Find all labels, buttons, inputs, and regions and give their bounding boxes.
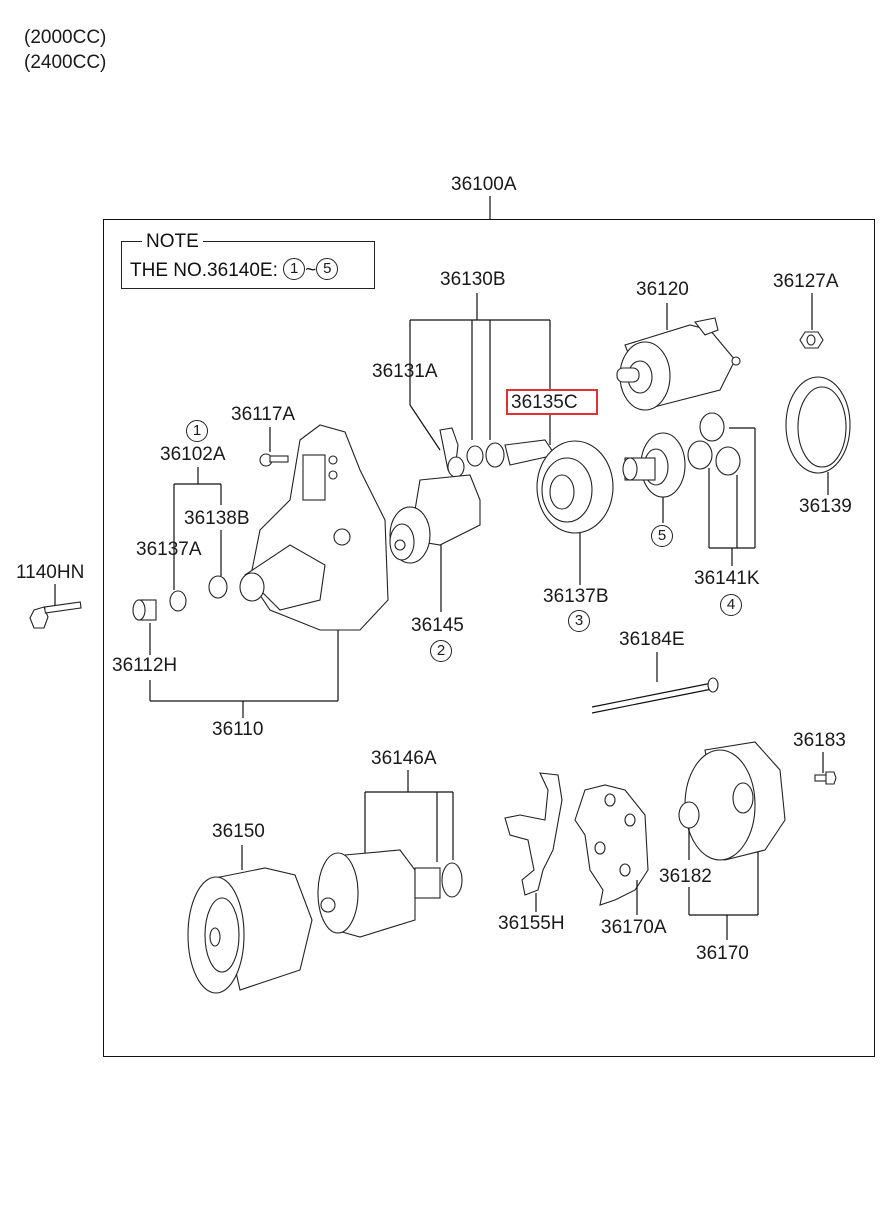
part-label-36138B[interactable]: 36138B xyxy=(184,508,250,529)
part-label-36110[interactable]: 36110 xyxy=(212,719,264,740)
part-label-36117A[interactable]: 36117A xyxy=(231,404,296,425)
brush-holder-36170A xyxy=(574,784,649,915)
part-label-36130B[interactable]: 36130B xyxy=(440,269,506,290)
armature-36146A xyxy=(317,770,463,938)
part-label-36141K[interactable]: 36141K xyxy=(694,568,760,589)
note-title: NOTE xyxy=(142,232,203,251)
part-label-36120[interactable]: 36120 xyxy=(636,279,689,300)
bushing-36138B xyxy=(208,575,228,599)
part-label-36102A[interactable]: 36102A xyxy=(160,444,226,465)
planet-shaft-callout-5 xyxy=(622,432,686,523)
clutch-36145 xyxy=(389,474,481,612)
callout-5: 5 xyxy=(651,525,673,547)
part-label-36146A[interactable]: 36146A xyxy=(371,748,437,769)
part-label-36137B[interactable]: 36137B xyxy=(543,586,609,607)
part-label-36127A[interactable]: 36127A xyxy=(773,271,839,292)
highlight-box xyxy=(506,389,598,415)
part-label-36100A[interactable]: 36100A xyxy=(451,174,517,195)
part-label-36170A[interactable]: 36170A xyxy=(601,917,667,938)
assembly-frame xyxy=(103,219,875,1057)
part-label-36112H[interactable]: 36112H xyxy=(112,655,178,676)
rear-cover-36170 xyxy=(678,741,786,940)
leader-36130B xyxy=(409,293,551,451)
solenoid-36120 xyxy=(616,303,741,411)
shift-lever-36131A xyxy=(439,427,465,478)
part-label-36170[interactable]: 36170 xyxy=(696,943,749,964)
note-text: THE NO.36140E: 1~5 xyxy=(130,258,339,282)
part-label-36150[interactable]: 36150 xyxy=(212,821,265,842)
yoke-36150 xyxy=(187,845,313,994)
plunger-part xyxy=(485,442,505,468)
screw-36183 xyxy=(814,752,837,785)
callout-1: 1 xyxy=(186,420,208,442)
leader-36110 xyxy=(149,623,339,718)
through-bolt-36184E xyxy=(591,652,719,714)
part-label-36131A[interactable]: 36131A xyxy=(372,361,438,382)
note-range-end: 5 xyxy=(316,258,339,280)
bushing-36137A xyxy=(169,590,187,612)
engine-variant-2000cc: (2000CC) xyxy=(24,27,107,48)
note-text-label: THE NO.36140E: xyxy=(130,260,278,282)
part-label-36137A[interactable]: 36137A xyxy=(136,539,202,560)
spring-part xyxy=(466,445,484,467)
part-label-36139[interactable]: 36139 xyxy=(799,496,852,517)
part-label-1140HN[interactable]: 1140HN xyxy=(16,562,85,583)
note-range-start: 1 xyxy=(283,258,306,280)
callout-3: 3 xyxy=(568,610,590,632)
brush-plate-36155H xyxy=(504,772,563,912)
nut-36127A xyxy=(799,293,824,349)
part-label-36184E[interactable]: 36184E xyxy=(619,629,685,650)
bolt-1140HN xyxy=(29,584,82,629)
callout-2: 2 xyxy=(430,640,452,662)
bushing-36112H xyxy=(132,599,157,621)
planet-gears-36141K xyxy=(687,412,756,566)
note-box: NOTE THE NO.36140E: 1~5 xyxy=(121,232,375,289)
front-housing-36110 xyxy=(239,424,389,631)
part-label-36155H[interactable]: 36155H xyxy=(498,913,565,934)
ring-36139 xyxy=(785,376,851,495)
part-label-36145[interactable]: 36145 xyxy=(411,615,464,636)
note-range-sep: ~ xyxy=(305,260,317,282)
part-label-36182[interactable]: 36182 xyxy=(659,866,712,887)
engine-variant-2400cc: (2400CC) xyxy=(24,52,107,73)
screw-36117A xyxy=(259,427,289,467)
callout-4: 4 xyxy=(720,594,742,616)
internal-gear-36137B xyxy=(536,440,614,585)
leader-36102A xyxy=(173,467,222,590)
part-label-36183[interactable]: 36183 xyxy=(793,730,846,751)
part-label-36135C[interactable]: 36135C xyxy=(511,392,578,413)
